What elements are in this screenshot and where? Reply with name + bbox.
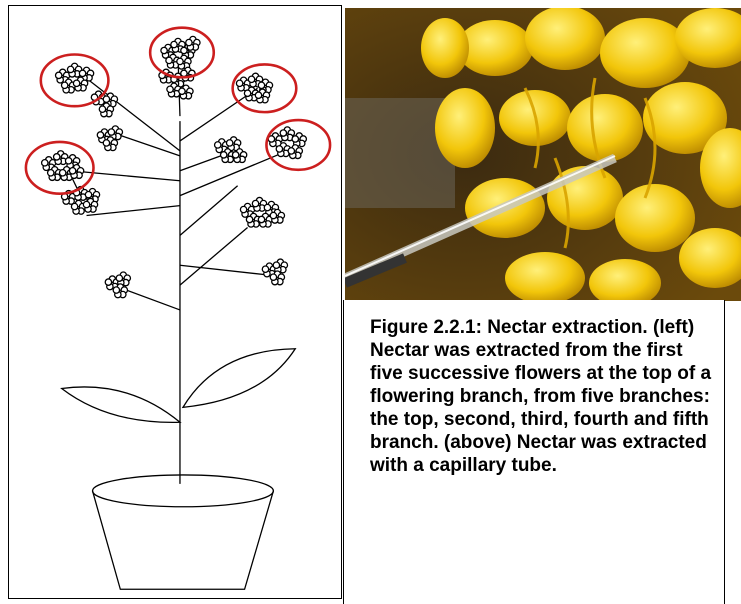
plant-diagram-panel bbox=[8, 5, 342, 599]
flower-photo-illustration bbox=[345, 8, 741, 301]
nectar-extraction-photo bbox=[345, 8, 741, 301]
caption-box: Figure 2.2.1: Nectar extraction. (left) … bbox=[343, 300, 725, 604]
figure-caption: Figure 2.2.1: Nectar extraction. (left) … bbox=[370, 316, 718, 477]
flower-pot bbox=[92, 475, 273, 589]
plant-diagram bbox=[9, 6, 341, 598]
leaves bbox=[62, 349, 296, 423]
highlight-circle bbox=[26, 142, 94, 194]
